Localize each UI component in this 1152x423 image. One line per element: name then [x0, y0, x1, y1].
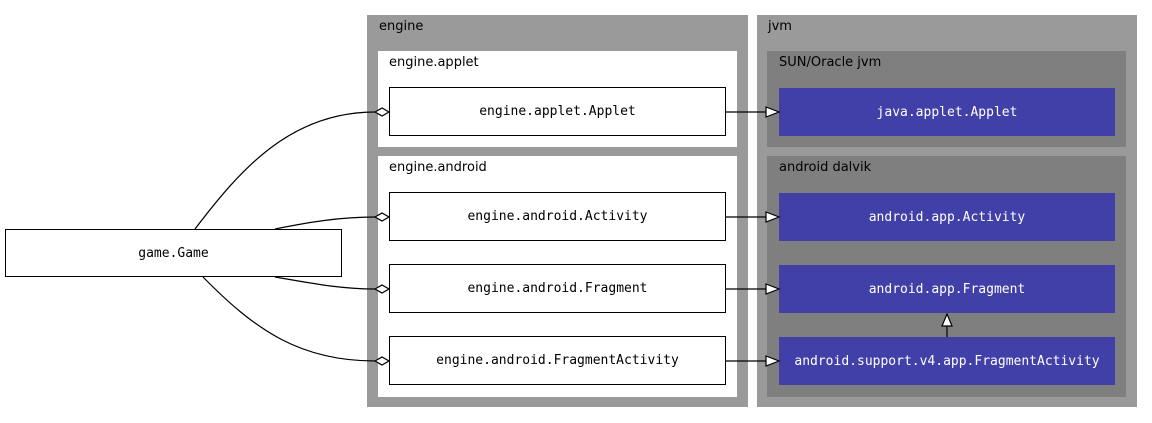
- node-android-app-activity: android.app.Activity: [779, 193, 1115, 241]
- cluster-android-dalvik-label: android dalvik: [779, 160, 872, 175]
- cluster-engine-label: engine: [379, 19, 424, 34]
- arrowhead-support-to-fragment: [941, 312, 953, 327]
- node-android-app-fragment: android.app.Fragment: [779, 265, 1115, 313]
- arrowhead-activity: [765, 211, 781, 223]
- node-android-support-fragmentactivity: android.support.v4.app.FragmentActivity: [779, 337, 1115, 385]
- node-engine-android-fragmentactivity: engine.android.FragmentActivity: [389, 336, 726, 385]
- node-java-applet-applet: java.applet.Applet: [779, 88, 1115, 136]
- diamond-fragmentactivity: [373, 356, 391, 366]
- edge-game-to-fragment: [274, 276, 376, 290]
- cluster-engine-android-label: engine.android: [389, 160, 487, 175]
- diamond-applet: [373, 107, 391, 117]
- edge-game-to-fragmentactivity: [202, 276, 376, 362]
- node-engine-applet-applet: engine.applet.Applet: [389, 87, 726, 136]
- arrowhead-fragment: [765, 283, 781, 295]
- edge-game-to-activity: [274, 216, 376, 230]
- arrowhead-applet: [765, 106, 781, 118]
- cluster-jvm-label: jvm: [768, 19, 792, 34]
- node-engine-android-activity: engine.android.Activity: [389, 192, 726, 241]
- diamond-activity: [373, 212, 391, 222]
- arrowhead-fragmentactivity: [765, 355, 781, 367]
- diamond-fragment: [373, 284, 391, 294]
- cluster-sun-oracle-jvm-label: SUN/Oracle jvm: [779, 55, 882, 70]
- node-engine-android-fragment: engine.android.Fragment: [389, 264, 726, 313]
- edge-game-to-applet: [194, 111, 376, 230]
- cluster-engine-applet-label: engine.applet: [389, 55, 479, 70]
- node-game: game.Game: [5, 229, 342, 277]
